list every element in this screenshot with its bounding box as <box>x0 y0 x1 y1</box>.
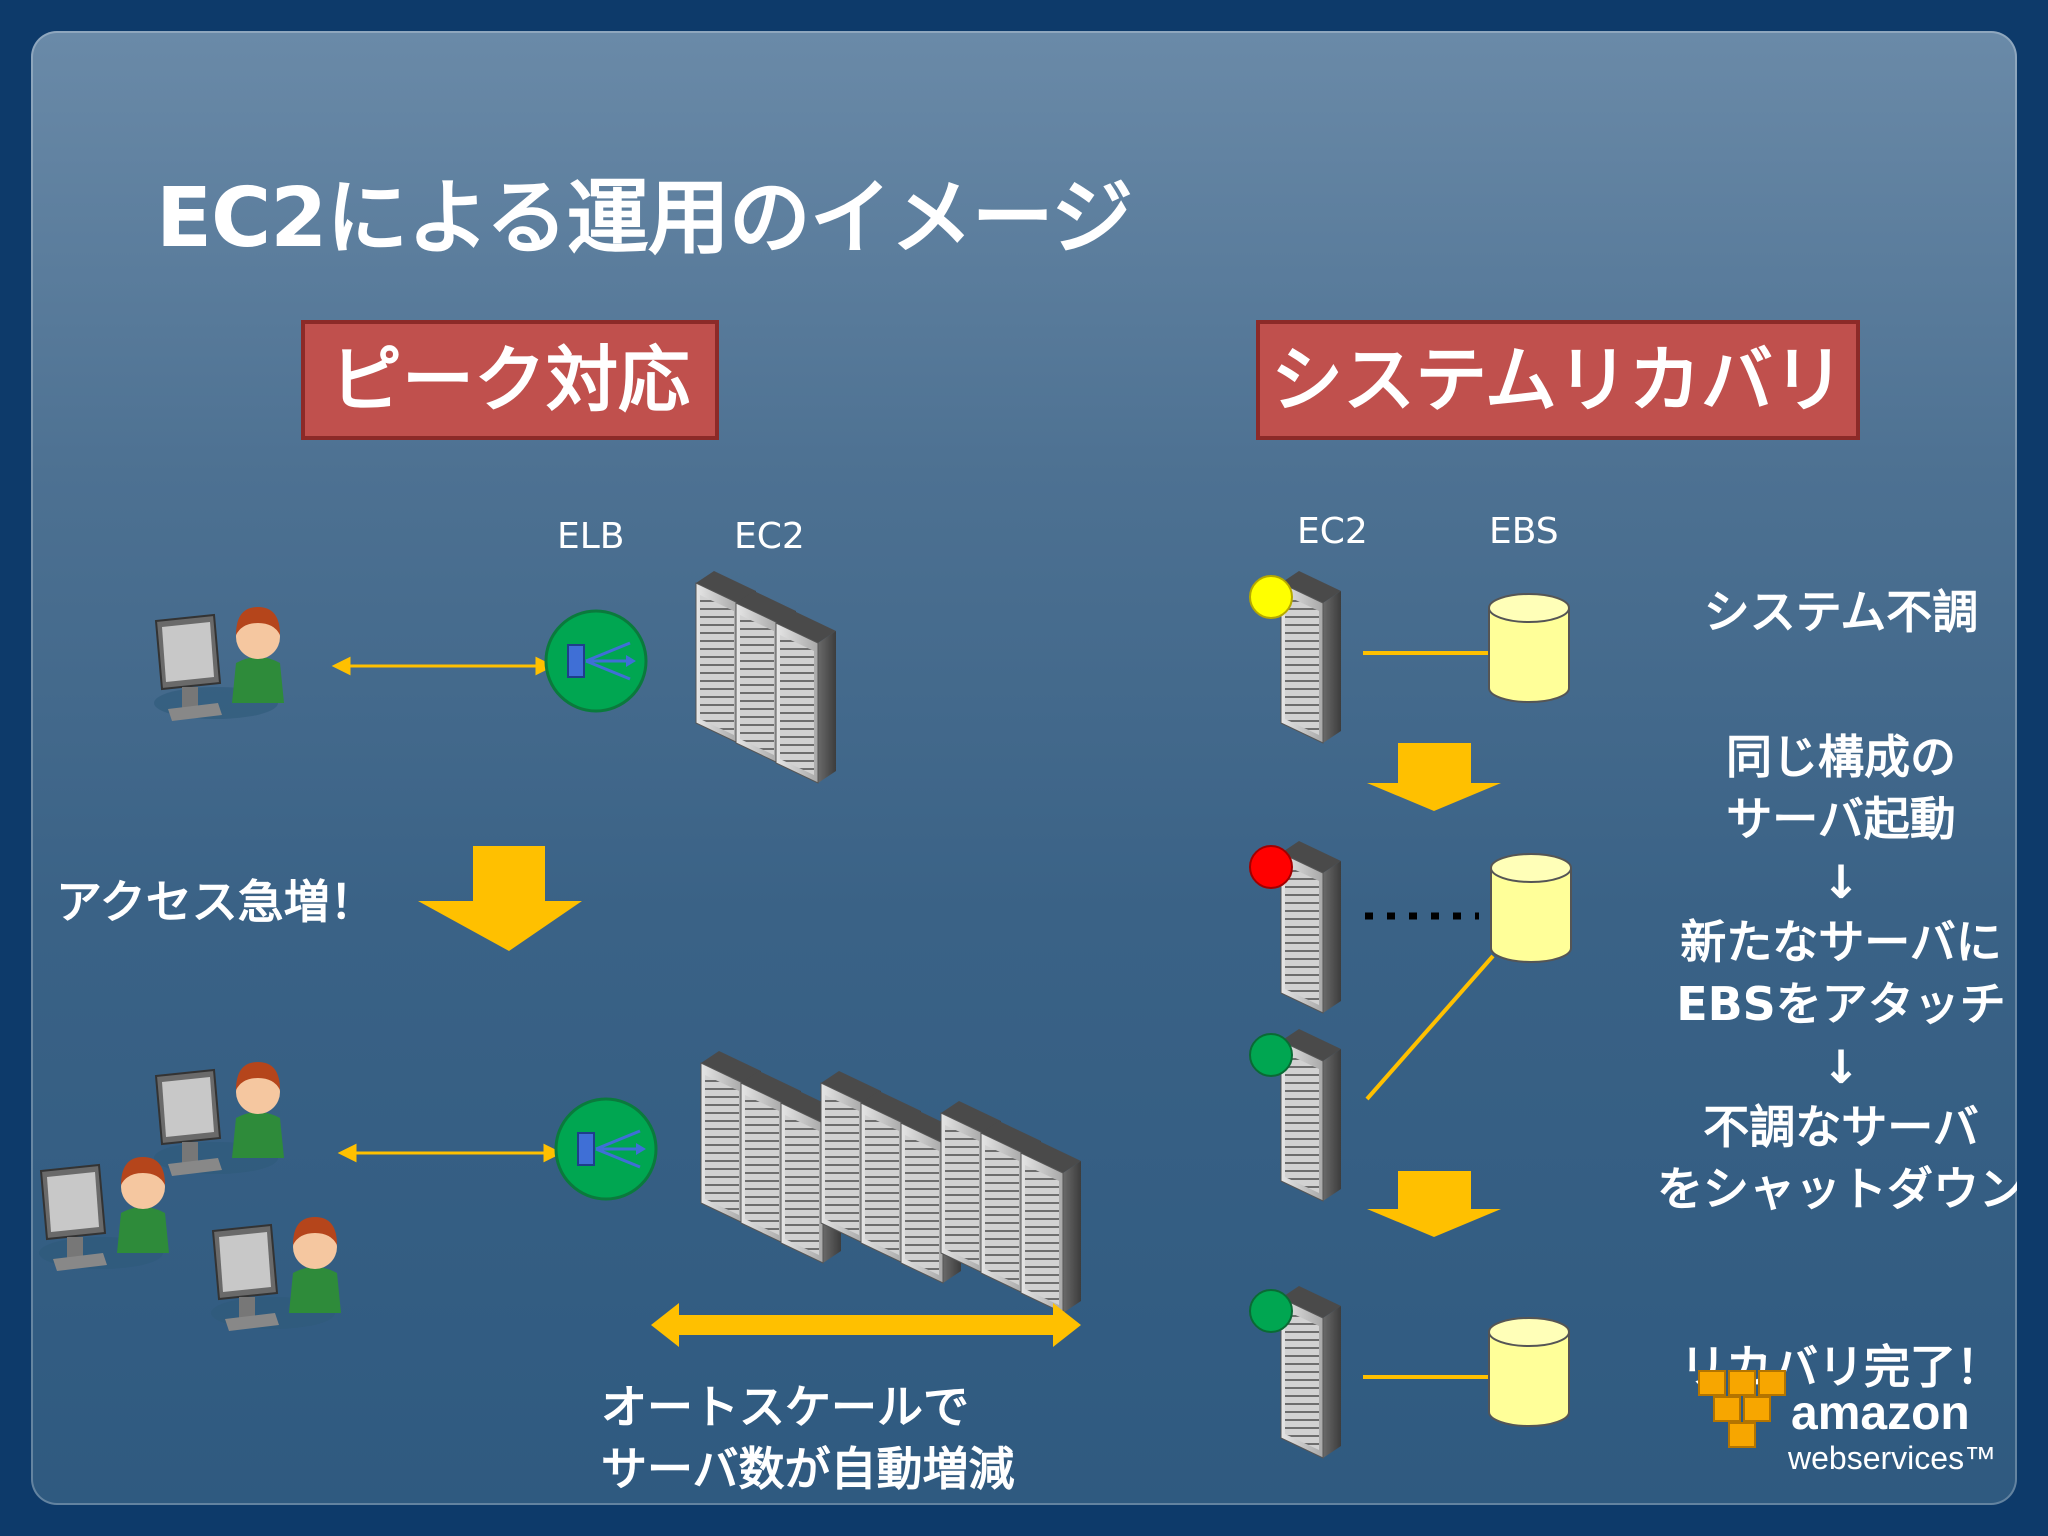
surge-down-arrow <box>418 846 582 951</box>
status-yellow-icon <box>1249 575 1293 619</box>
status-green-icon <box>1249 1033 1293 1077</box>
aws-logo: amazon webservices™ <box>1698 1370 1996 1476</box>
ec2-label-left: EC2 <box>734 516 805 557</box>
ebs-volume-icon <box>1490 853 1572 963</box>
step-arrow-1: ↓ <box>1821 855 1861 909</box>
ec2-servers-top <box>695 570 837 784</box>
recovery-heading: システムリカバリ <box>1256 320 1860 440</box>
ebs-volume-icon <box>1488 1317 1570 1427</box>
ebs-label: EBS <box>1489 511 1559 552</box>
autoscale-caption-line1: オートスケールで <box>601 1380 969 1434</box>
step-arrow-2: ↓ <box>1821 1040 1861 1094</box>
ebs-volume-icon <box>1488 593 1570 703</box>
status-red-icon <box>1249 845 1293 889</box>
step-launch-server: 同じ構成の サーバ起動 <box>1656 726 2017 850</box>
autoscale-range-arrow <box>651 1303 1081 1347</box>
bidirectional-arrow-top <box>331 656 555 676</box>
user-icon <box>38 1156 170 1272</box>
step-down-arrow-2 <box>1367 1171 1501 1237</box>
aws-logo-amazon: amazon <box>1791 1387 1970 1440</box>
user-icon <box>153 606 285 722</box>
elb-label: ELB <box>557 516 625 557</box>
user-icon <box>153 1061 285 1177</box>
status-green-icon <box>1249 1289 1293 1333</box>
peak-heading: ピーク対応 <box>301 320 719 440</box>
step-launch-server-line1: 同じ構成の <box>1726 730 1956 784</box>
ec2-servers-scaled <box>700 1050 1082 1314</box>
elb-icon <box>544 609 648 713</box>
ec2-label-right: EC2 <box>1297 511 1368 552</box>
step-shutdown: 不調なサーバ をシャットダウン <box>1631 1096 2017 1220</box>
elb-icon <box>554 1097 658 1201</box>
step-attach-ebs: 新たなサーバに EBSをアタッチ <box>1631 911 2017 1035</box>
aws-logo-webservices: webservices™ <box>1787 1440 1996 1476</box>
bidirectional-arrow-bottom <box>337 1143 563 1163</box>
slide: EC2による運用のイメージ ピーク対応 システムリカバリ ELB EC2 EC2… <box>31 31 2017 1505</box>
page-title: EC2による運用のイメージ <box>156 171 1133 266</box>
step-launch-server-line2: サーバ起動 <box>1726 792 1956 846</box>
diagram-graphics: amazon webservices™ <box>38 570 1996 1476</box>
attach-line <box>1365 954 1495 1101</box>
step-attach-ebs-line1: 新たなサーバに <box>1680 915 2002 969</box>
user-icon <box>210 1216 342 1332</box>
step-system-failure: システム不調 <box>1703 585 1979 639</box>
step-down-arrow-1 <box>1367 743 1501 811</box>
surge-text: アクセス急増！ <box>56 875 376 929</box>
step-attach-ebs-line2: EBSをアタッチ <box>1676 977 2006 1031</box>
step-shutdown-line1: 不調なサーバ <box>1703 1100 1979 1154</box>
step-shutdown-line2: をシャットダウン <box>1657 1162 2017 1216</box>
